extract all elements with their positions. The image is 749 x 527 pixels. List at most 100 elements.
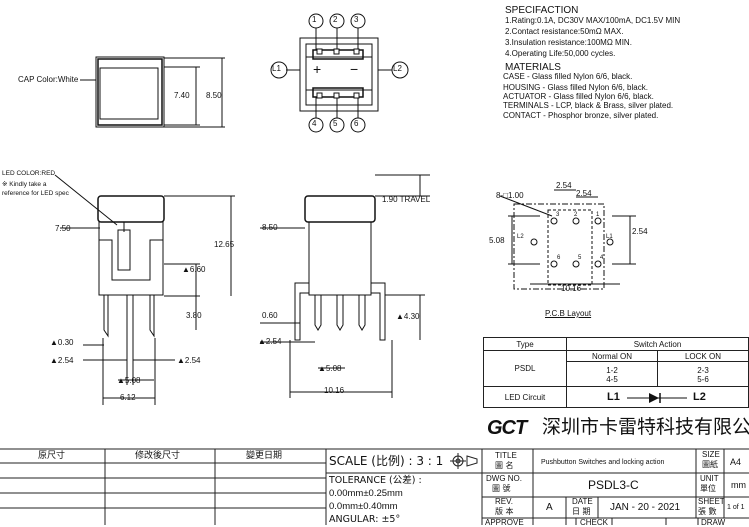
pcb-hole-label: 8-□1.00: [496, 191, 524, 200]
pcb-pin-label: 4: [600, 255, 604, 261]
spec-item: 2.Contact resistance:50mΩ MAX.: [505, 27, 624, 36]
dim-label: 7.40: [174, 91, 190, 100]
unit-value: mm: [731, 480, 746, 490]
change-date-header: 變更日期: [246, 451, 283, 461]
title-value: Pushbutton Switches and locking action: [541, 459, 665, 466]
pcb-outline: [513, 203, 605, 290]
dim-label: 2.54: [576, 189, 592, 198]
spec-item: 1.Rating:0.1A, DC30V MAX/100mA, DC1.5V M…: [505, 16, 681, 25]
tolerance-2: 0.0mm±0.40mm: [329, 501, 398, 512]
led-color-label: LED COLOR:RED: [2, 170, 56, 177]
cap-color-label: CAP Color:White: [18, 75, 79, 84]
mod-size-header: 修改後尺寸: [135, 451, 181, 461]
dim-label: 6.12: [120, 393, 136, 402]
rev-label: REV.: [495, 497, 513, 506]
plus-icon: +: [313, 61, 322, 77]
rev-label-cn: 版 本: [495, 507, 514, 516]
circuit-l2: L2: [693, 391, 706, 403]
dim-label: 3.80: [186, 311, 202, 320]
orig-size-header: 原尺寸: [38, 451, 66, 461]
tolerance-1: 0.00mm±0.25mm: [329, 488, 403, 499]
normal-on-cell: 1-2 4-5: [566, 361, 658, 387]
scale-label: SCALE (比例) : 3 : 1: [329, 454, 444, 468]
side-cap-right: [304, 195, 376, 223]
dim-label: ▲5.08: [117, 376, 141, 385]
dim-label: 7.50: [55, 224, 71, 233]
spec-item: 3.Insulation resistance:100MΩ MIN.: [505, 38, 632, 47]
dim-label: ▲4.30: [396, 312, 420, 321]
type-header: Type: [483, 337, 567, 351]
normal-on-pair: 4-5: [606, 375, 618, 384]
sheet-label: SHEET: [698, 497, 725, 506]
material-item: HOUSING - Glass filled Nylon 6/6, black.: [503, 83, 648, 92]
date-label-cn: 日 期: [572, 507, 591, 516]
cap-top-outline: [95, 56, 165, 128]
led-note: reference for LED spec: [2, 190, 69, 197]
date-value: JAN - 20 - 2021: [610, 502, 681, 513]
dim-label: ▲0.30: [50, 338, 74, 347]
pcb-pin-label: 2: [574, 212, 578, 218]
dim-label: ▲5.08: [318, 364, 342, 373]
pcb-pin-label: 1: [596, 212, 600, 218]
pin-number: 5: [333, 119, 338, 128]
dim-label: 2.54: [556, 181, 572, 190]
travel-label: 1.90 TRAVEL: [382, 195, 431, 204]
type-psdl: PSDL: [483, 350, 567, 387]
size-label-cn: 圖紙: [702, 460, 718, 469]
date-label: DATE: [572, 497, 593, 506]
lock-on-cell: 2-3 5-6: [657, 361, 749, 387]
dim-label: 8.50: [262, 223, 278, 232]
pcb-pin-label: 6: [557, 255, 561, 261]
unit-label-cn: 單位: [700, 484, 716, 493]
material-item: ACTUATOR - Glass filled Nylon 6/6, black…: [503, 92, 654, 101]
sheet-label-cn: 張 數: [698, 507, 717, 516]
pin-l1-label: L1: [272, 64, 281, 73]
spec-item: 4.Operating Life:50,000 cycles.: [505, 49, 616, 58]
draw-label: DRAW: [701, 518, 726, 527]
title-label: TITLE: [495, 451, 517, 460]
tolerance-header: TOLERANCE (公差) :: [329, 475, 422, 486]
dim-label: ▲2.54: [258, 337, 282, 346]
cap-top-inner: [97, 58, 163, 126]
dim-label: 5.08: [489, 236, 505, 245]
angular-tol: ANGULAR: ±5°: [329, 514, 401, 525]
led-note: ※ Kindly take a: [2, 181, 47, 188]
pin-l2-label: L2: [393, 64, 402, 73]
dim-label: 10.16: [324, 386, 345, 395]
size-value: A4: [730, 457, 742, 467]
pcb-layout-label: P.C.B Layout: [545, 309, 592, 318]
title-label-cn: 圖 名: [495, 461, 514, 470]
dim-label: ▲2.54: [50, 356, 74, 365]
materials-heading: MATERIALS: [505, 62, 561, 73]
sheet-value: 1 of 1: [727, 504, 745, 511]
dwg-value: PSDL3-C: [588, 478, 639, 492]
cap-top-face: [99, 67, 159, 120]
check-label: CHECK: [580, 518, 609, 527]
pcb-pin-label: L2: [517, 234, 524, 240]
dim-label: ▲2.54: [177, 356, 201, 365]
approve-label: APPROVE: [485, 518, 524, 527]
switch-bottom-outline: [299, 37, 379, 112]
dim-label: 2.54: [632, 227, 648, 236]
lock-on-pair: 5-6: [697, 375, 709, 384]
diode-icon: [627, 393, 687, 403]
material-item: CONTACT - Phosphor bronze, silver plated…: [503, 111, 659, 120]
pin-number: 2: [333, 15, 338, 24]
size-label: SIZE: [702, 450, 720, 459]
minus-icon: −: [350, 61, 359, 77]
action-header: Switch Action: [566, 337, 749, 351]
lock-on-pair: 2-3: [697, 366, 709, 375]
company-logo: GCT: [487, 417, 527, 439]
dim-label: 10.16: [561, 284, 582, 293]
pcb-pin-label: 3: [556, 212, 560, 218]
spec-heading: SPECIFACTION: [505, 5, 579, 16]
dwg-label: DWG NO.: [486, 474, 522, 483]
dim-label: ▲6.60: [182, 265, 206, 274]
pin-number: 4: [312, 119, 317, 128]
dwg-label-cn: 圖 號: [492, 484, 511, 493]
pin-number: 6: [354, 119, 359, 128]
material-item: CASE - Glass filled Nylon 6/6, black.: [503, 72, 633, 81]
pcb-pin-label: 5: [578, 255, 582, 261]
rev-value: A: [546, 502, 553, 513]
pin-number: 3: [354, 15, 359, 24]
